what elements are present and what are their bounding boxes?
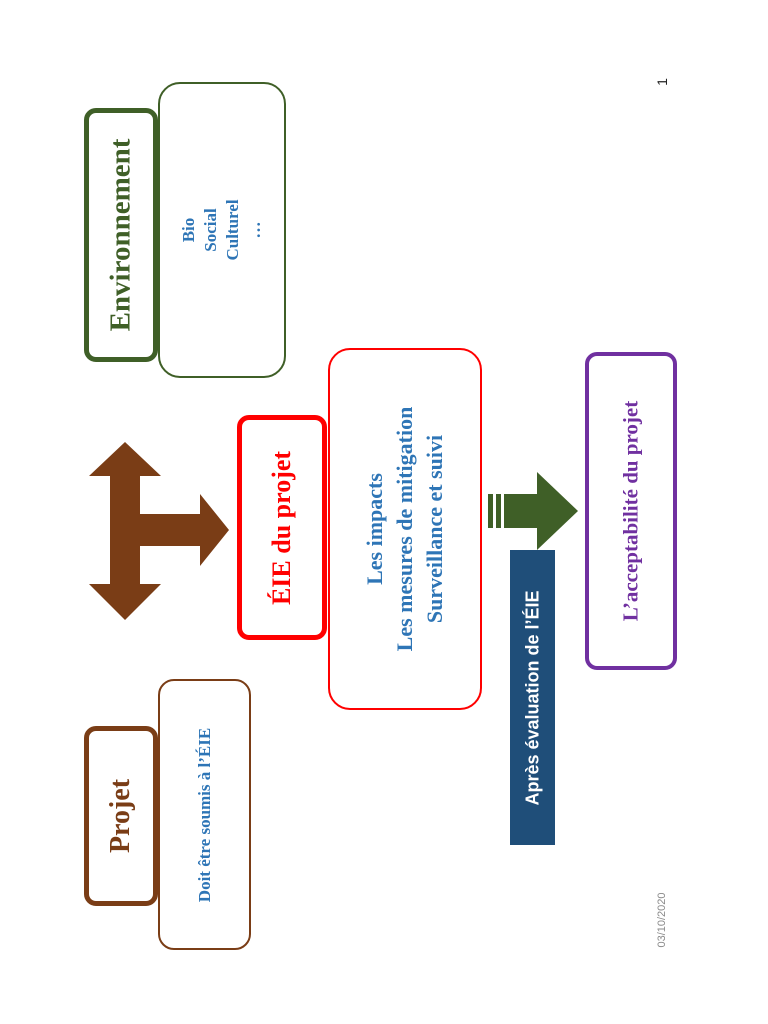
- arrow-stripe: [488, 494, 493, 528]
- apres-evaluation-text: Après évaluation de l’ÉIE: [522, 589, 542, 806]
- arrow-stripe: [504, 494, 537, 528]
- apres-evaluation-label: Après évaluation de l’ÉIE: [510, 550, 555, 845]
- eie-title-box: ÉIE du projet: [237, 415, 327, 640]
- projet-title: Projet: [105, 778, 136, 854]
- acceptabilite-box: L’acceptabilité du projet: [585, 352, 677, 670]
- environnement-title-box: Environnement: [84, 108, 158, 362]
- arrow-head: [537, 472, 578, 550]
- projet-content-box: Doit être soumis à l’ÉIE: [158, 679, 251, 950]
- projet-subtitle: Doit être soumis à l’ÉIE: [194, 727, 214, 902]
- environnement-content-box: Bio Social Culturel …: [158, 82, 286, 378]
- projet-title-box: Projet: [84, 726, 158, 906]
- t-arrow-shape: [89, 442, 229, 620]
- arrow-stripe: [496, 494, 501, 528]
- eie-content-box: Les impacts Les mesures de mitigation Su…: [328, 348, 482, 710]
- acceptabilite-title: L’acceptabilité du projet: [618, 400, 643, 622]
